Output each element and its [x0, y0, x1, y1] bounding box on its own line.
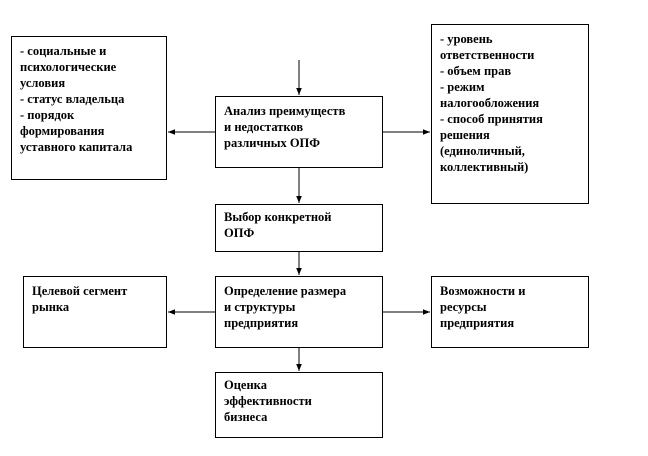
box-text-line: ОПФ — [224, 226, 255, 240]
box-text-line: предприятия — [440, 316, 515, 330]
box-text-line: формирования — [20, 124, 105, 138]
target-segment-box: Целевой сегмент рынка — [23, 276, 167, 348]
box-text-line: ответственности — [440, 48, 535, 62]
box-text-line: - режим — [440, 80, 485, 94]
box-text-line: условия — [20, 76, 66, 90]
box-text-line: налогообложения — [440, 96, 540, 110]
box-text-line: бизнеса — [224, 410, 268, 424]
analysis-box: Анализ преимуществ и недостатков различных… — [215, 96, 383, 168]
box-text-line: предприятия — [224, 316, 299, 330]
size-structure-box: Определение размера и структуры предприяти… — [215, 276, 383, 348]
box-text-line: Возможности и — [440, 284, 526, 298]
box-text-line: различных ОПФ — [224, 136, 321, 150]
box-text-line: Целевой сегмент — [32, 284, 128, 298]
box-text-line: и структуры — [224, 300, 296, 314]
box-text-line: (единоличный, — [440, 144, 525, 158]
resources-box: Возможности и ресурсы предприятия — [431, 276, 589, 348]
box-text-line: Оценка — [224, 378, 267, 392]
left-factors-box: - социальные и психологические условия - ст… — [11, 36, 167, 180]
box-text-line: ресурсы — [440, 300, 487, 314]
box-text-line: - способ принятия — [440, 112, 543, 126]
right-factors-box: - уровень ответственности - объем прав - ре… — [431, 24, 589, 204]
box-text-line: коллективный) — [440, 160, 529, 174]
box-text-line: Выбор конкретной — [224, 210, 332, 224]
box-text-line: решения — [440, 128, 490, 142]
box-text-line: психологические — [20, 60, 117, 74]
box-text-line: эффективности — [224, 394, 312, 408]
evaluation-box: Оценка эффективности бизнеса — [215, 372, 383, 438]
box-text-line: - порядок — [20, 108, 75, 122]
box-text-line: - объем прав — [440, 64, 512, 78]
box-text-line: - социальные и — [20, 44, 107, 58]
box-text-line: и недостатков — [224, 120, 304, 134]
box-text-line: рынка — [32, 300, 70, 314]
box-text-line: уставного капитала — [20, 140, 133, 154]
box-text-line: - уровень — [440, 32, 493, 46]
box-text-line: Анализ преимуществ — [224, 104, 346, 118]
box-text-line: - статус владельца — [20, 92, 125, 106]
box-text-line: Определение размера — [224, 284, 347, 298]
